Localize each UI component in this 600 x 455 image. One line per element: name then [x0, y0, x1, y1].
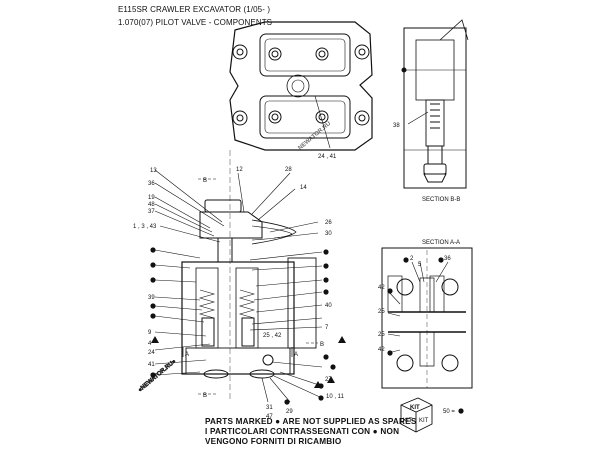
callout-27: 27: [325, 377, 332, 383]
callout-1-3-43: 1 , 3 , 43: [133, 224, 157, 230]
section-aa-label: SECTION A-A: [422, 240, 460, 246]
callout-24-41: 24 , 41: [318, 154, 337, 160]
main-section-view: [154, 150, 323, 403]
callout-39: 39: [148, 295, 155, 301]
callout-48: 48: [148, 202, 155, 208]
not-supplied-markers: [150, 247, 444, 405]
callout-aa-42-bottom: 42: [378, 347, 385, 353]
callout-41: 41: [148, 362, 155, 368]
callout-38: 38: [393, 123, 400, 129]
watermark: «NEWATOR.RU» NEWATOR.RU: [137, 121, 332, 394]
callout-47: 47: [266, 414, 273, 420]
callout-29: 29: [286, 409, 293, 415]
callout-31: 31: [266, 405, 273, 411]
callout-10-11: 10 , 11: [326, 394, 345, 400]
callout-30: 30: [325, 231, 332, 237]
section-bb-view: [401, 19, 469, 189]
cut-mark-a-right: A: [294, 352, 298, 358]
page-title: E115SR CRAWLER EXCAVATOR (1/05- ): [118, 5, 271, 14]
callout-24: 24: [148, 350, 155, 356]
section-bb-label: SECTION B-B: [422, 197, 460, 203]
callout-aa-36: 36: [444, 256, 451, 262]
spares-note-italian-line1: I PARTICOLARI CONTRASSEGNATI CON ● NON: [205, 427, 400, 436]
spares-note-english: PARTS MARKED ● ARE NOT SUPPLIED AS SPARE…: [205, 417, 417, 426]
callout-25-42: 25 , 42: [263, 333, 282, 339]
callout-aa-5: 5: [418, 262, 422, 268]
top-view: [229, 21, 373, 151]
spares-note-italian-line2: VENGONO FORNITI DI RICAMBIO: [205, 437, 342, 446]
callout-group: 13 12 28 14 36 19 48 37 1 , 3 , 43 26 30…: [133, 123, 460, 420]
kit-cube-icon: [400, 397, 433, 433]
kit-bullet: [458, 408, 464, 414]
callout-12: 12: [236, 167, 243, 173]
cut-mark-b-right: B: [320, 342, 324, 348]
cut-mark-b-bottom: B: [203, 393, 207, 399]
callout-aa-25-bottom: 25: [378, 332, 385, 338]
callout-26: 26: [325, 220, 332, 226]
kit-badge-label: KIT: [410, 405, 420, 411]
kit-side-label-left: KIT: [403, 418, 413, 424]
callout-40: 40: [325, 303, 332, 309]
callout-13: 13: [150, 168, 157, 174]
watermark-text-upper: NEWATOR.RU: [297, 121, 332, 152]
callout-4: 4: [148, 341, 152, 347]
section-aa-view: [381, 247, 473, 389]
callout-28: 28: [285, 167, 292, 173]
callout-aa-25-top: 25: [378, 309, 385, 315]
callout-19: 19: [148, 195, 155, 201]
cut-mark-a-left: A: [185, 352, 189, 358]
page-subtitle: 1.070(07) PILOT VALVE - COMPONENTS: [118, 18, 273, 27]
callout-14: 14: [300, 185, 307, 191]
callout-37: 37: [148, 209, 155, 215]
callout-9: 9: [148, 330, 152, 336]
callout-aa-2: 2: [410, 256, 414, 262]
cut-mark-b-top: B: [203, 178, 207, 184]
kit-markers: [151, 336, 346, 388]
kit-reference: 50 =: [443, 409, 455, 415]
callout-7: 7: [325, 325, 329, 331]
callout-aa-42-top: 42: [378, 285, 385, 291]
kit-side-label-right: KIT: [419, 418, 429, 424]
callout-36: 36: [148, 181, 155, 187]
